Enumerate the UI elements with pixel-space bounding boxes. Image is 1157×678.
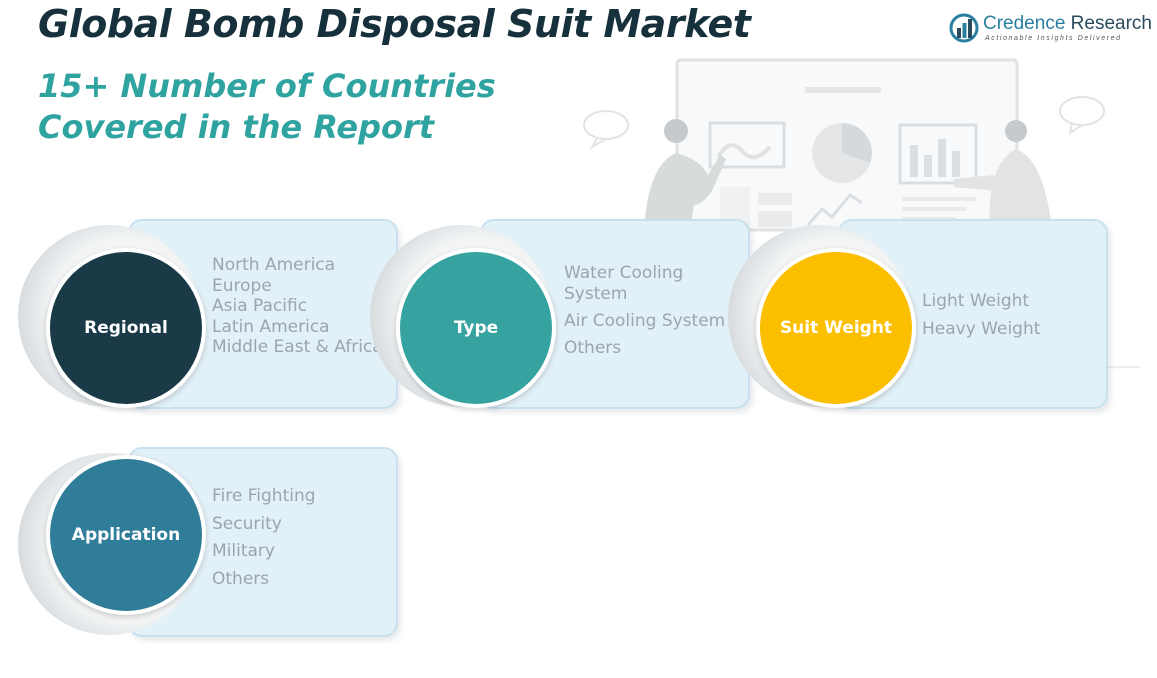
segment-type-circle: Type [396,248,556,408]
bar-chart-logo-icon [949,13,979,43]
credence-research-logo: Credence Research Actionable Insights De… [949,12,1152,46]
logo-name-part1: Credence [983,13,1066,34]
page-title: Global Bomb Disposal Suit Market [38,2,751,46]
segment-application: Application Fire Fighting Security Milit… [18,447,400,647]
list-item: Fire Fighting [212,486,316,506]
list-item: Others [564,338,622,358]
logo-name: Credence Research [983,13,1152,35]
logo-tagline: Actionable Insights Delivered [985,35,1122,42]
logo-name-part2: Research [1065,13,1152,34]
list-item: System [564,284,628,304]
presentation-illustration [583,58,1141,374]
list-item: Water Cooling [564,263,684,283]
subtitle-line-1: 15+ Number of Countries [38,67,496,105]
subtitle-line-2: Covered in the Report [38,108,435,146]
list-item: Middle East & Africa [212,337,383,357]
list-item: Latin America [212,316,330,337]
list-item: Military [212,541,275,561]
segment-suit-weight: Suit Weight Light Weight Heavy Weight [728,219,1110,419]
subtitle: 15+ Number of Countries Covered in the R… [38,66,496,148]
segment-type-items: Water Cooling System Air Cooling System … [564,263,742,359]
list-item: Asia Pacific [212,296,308,316]
list-item: North America [212,255,336,275]
segment-regional: Regional North America Europe Asia Pacif… [18,219,400,419]
list-item: Others [212,568,270,589]
list-item: Light Weight [922,291,1030,311]
segment-application-circle: Application [46,455,206,615]
segment-regional-items: North America Europe Asia Pacific Latin … [212,255,390,358]
segment-suit-weight-circle: Suit Weight [756,248,916,408]
list-item: Air Cooling System [564,311,726,331]
segment-suit-weight-items: Light Weight Heavy Weight [922,287,1100,343]
list-item: Europe [212,275,272,296]
list-item: Security [212,513,282,534]
segment-application-items: Fire Fighting Security Military Others [212,483,390,593]
segment-regional-circle: Regional [46,248,206,408]
list-item: Heavy Weight [922,319,1041,339]
segment-type: Type Water Cooling System Air Cooling Sy… [370,219,752,419]
